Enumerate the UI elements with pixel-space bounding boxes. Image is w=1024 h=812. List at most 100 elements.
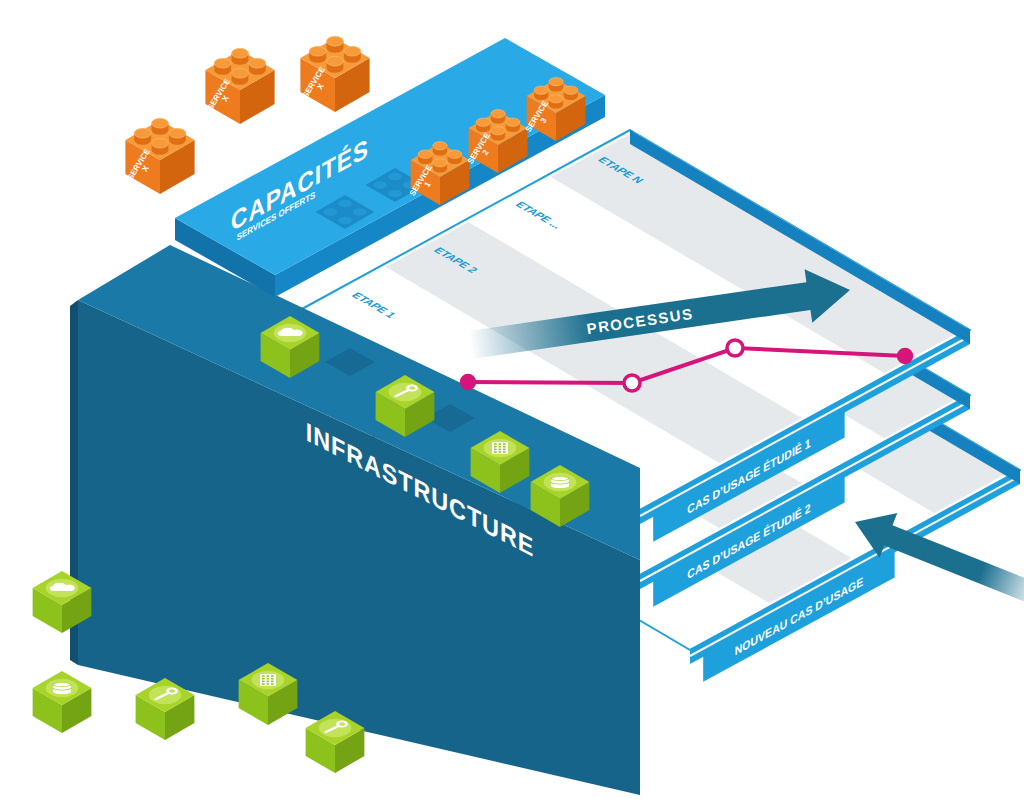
building-window <box>262 678 265 680</box>
stud-top <box>476 118 490 126</box>
sheet-tab <box>653 411 844 541</box>
wrench-icon <box>156 688 177 699</box>
database-icon <box>53 682 71 694</box>
cloud-icon <box>278 328 303 336</box>
building-window <box>499 443 502 445</box>
green-cube <box>33 671 92 733</box>
shape-title: CAPACITÉS <box>231 133 369 237</box>
stud-top <box>491 127 505 135</box>
infrastructure-top <box>78 245 640 560</box>
stud-top <box>232 48 249 58</box>
green-cube <box>239 663 298 725</box>
building-icon <box>260 674 276 686</box>
building-window <box>267 681 270 683</box>
wrench-glyph <box>168 688 177 693</box>
building-window <box>267 678 270 680</box>
box-top-face <box>33 571 92 605</box>
incoming-arrow <box>855 513 1024 606</box>
slot-stud <box>388 190 402 197</box>
box-top-face <box>471 431 530 465</box>
building-icon <box>492 442 508 454</box>
box-top-face <box>261 316 320 350</box>
icon-disc <box>274 324 307 342</box>
wrench-glyph <box>156 693 169 699</box>
building-window <box>262 683 265 685</box>
building-window <box>503 451 506 453</box>
building-window <box>262 675 265 677</box>
icon-disc <box>252 671 285 689</box>
stud-top <box>169 128 186 138</box>
slot-stud <box>373 181 387 188</box>
cloud-icon <box>50 583 75 591</box>
shape-title: SERVICE 2 <box>466 129 501 172</box>
lego-brick <box>300 36 369 112</box>
process-line <box>462 340 912 391</box>
empty-socket <box>325 348 375 376</box>
slot-stud <box>338 217 352 224</box>
icon-disc <box>149 686 182 704</box>
icon-disc <box>46 679 79 697</box>
slot-stud <box>338 200 352 207</box>
stud-top <box>549 95 563 103</box>
database-ring <box>551 482 569 484</box>
stud-top <box>491 110 505 118</box>
slot-stud <box>388 173 402 180</box>
service-brick: SERVICE X <box>296 28 373 116</box>
process-arrow-group <box>468 269 850 359</box>
green-cube <box>531 465 590 527</box>
stud-top <box>564 86 578 94</box>
stud-top <box>152 138 169 148</box>
stud-top <box>549 78 563 86</box>
service-brick: SERVICE X <box>121 110 198 198</box>
building-window <box>499 446 502 448</box>
green-cube <box>471 431 530 493</box>
shape-title: NOUVEAU CAS D’USAGE <box>735 575 863 659</box>
process-point <box>899 350 912 363</box>
building-window <box>262 681 265 683</box>
use-case-tab: CAS D’USAGE ÉTUDIÉ 1 <box>653 411 844 541</box>
building-window <box>503 443 506 445</box>
building-window <box>271 683 274 685</box>
use-case-tab: CAS D’USAGE ÉTUDIÉ 2 <box>653 476 844 606</box>
box-top-face <box>33 671 92 705</box>
process-point <box>727 340 743 356</box>
use-case-tab: NOUVEAU CAS D’USAGE <box>703 551 894 681</box>
arrows <box>855 513 1024 606</box>
building-window <box>271 675 274 677</box>
database-glyph <box>53 682 71 686</box>
icon-disc <box>46 579 79 597</box>
box-top-face <box>239 663 298 697</box>
stud-top <box>152 118 169 128</box>
database-glyph <box>551 484 569 488</box>
building-glyph <box>492 442 508 454</box>
building-window <box>271 681 274 683</box>
database-ring <box>53 688 71 690</box>
box-top-face <box>306 711 365 745</box>
database-glyph <box>551 476 569 480</box>
building-window <box>499 451 502 453</box>
stud-top <box>327 56 344 66</box>
wrench-glyph <box>408 385 417 390</box>
icon-disc <box>319 719 352 737</box>
stud-top <box>327 36 344 46</box>
icon-disc <box>544 473 577 491</box>
process-point <box>624 375 640 391</box>
empty-slot <box>316 195 375 229</box>
stud-top <box>433 142 447 150</box>
building-window <box>494 443 497 445</box>
stud-top <box>344 46 361 56</box>
shape-title: SERVICE X <box>205 76 240 119</box>
stud-top <box>214 58 231 68</box>
stud-top <box>249 58 266 68</box>
service-brick: SERVICE 3 <box>523 69 590 145</box>
infrastructure-block: INFRASTRUCTURE <box>70 245 640 795</box>
building-window <box>267 675 270 677</box>
box-top-face <box>136 678 195 712</box>
capacities-band <box>175 38 605 297</box>
wrench-glyph <box>326 726 339 732</box>
building-window <box>494 451 497 453</box>
building-glyph <box>260 674 276 686</box>
stud-top <box>309 46 326 56</box>
box-top-face <box>376 375 435 409</box>
